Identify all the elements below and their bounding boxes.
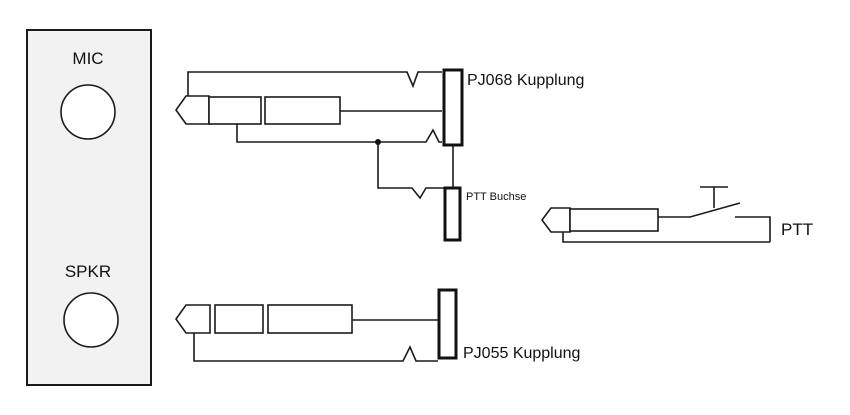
mic-tip-wire (187, 71, 442, 96)
mic-plug (175, 95, 341, 125)
mic-wiring (187, 71, 454, 200)
spkr-label: SPKR (65, 262, 111, 281)
ptt-plug-sleeve (569, 208, 659, 232)
mic-ring-wire (236, 124, 442, 143)
mic-plug-sleeve-2 (264, 96, 341, 125)
ptt-jack (443, 186, 462, 242)
ptt-switch-wire (658, 186, 771, 242)
spkr-plug-sleeve-1 (214, 304, 264, 334)
spkr-plug-sleeve-2 (267, 304, 353, 334)
mic-socket (60, 84, 116, 140)
spkr-socket (63, 292, 119, 348)
ptt-return-wire (562, 232, 770, 243)
spkr-plug (175, 304, 353, 334)
ptt-assembly: PTT (541, 186, 813, 243)
front-panel: MIC SPKR (26, 29, 152, 386)
mic-plug-tip (175, 95, 210, 125)
spkr-plug-tip (175, 304, 211, 334)
mic-plug-sleeve-1 (208, 96, 262, 125)
pj055-coupling (437, 288, 458, 360)
ptt-plug-tip (541, 207, 571, 233)
ptt-jack-label: PTT Buchse (466, 191, 526, 203)
mic-label: MIC (72, 49, 103, 68)
ptt-label: PTT (781, 220, 813, 239)
spkr-wiring (193, 319, 438, 362)
pj068-coupling (442, 68, 464, 147)
pj068-label: PJ068 Kupplung (467, 72, 584, 89)
pj055-label: PJ055 Kupplung (463, 345, 580, 362)
spkr-ring-wire (193, 333, 438, 362)
ptt-branch-wire (377, 142, 446, 200)
